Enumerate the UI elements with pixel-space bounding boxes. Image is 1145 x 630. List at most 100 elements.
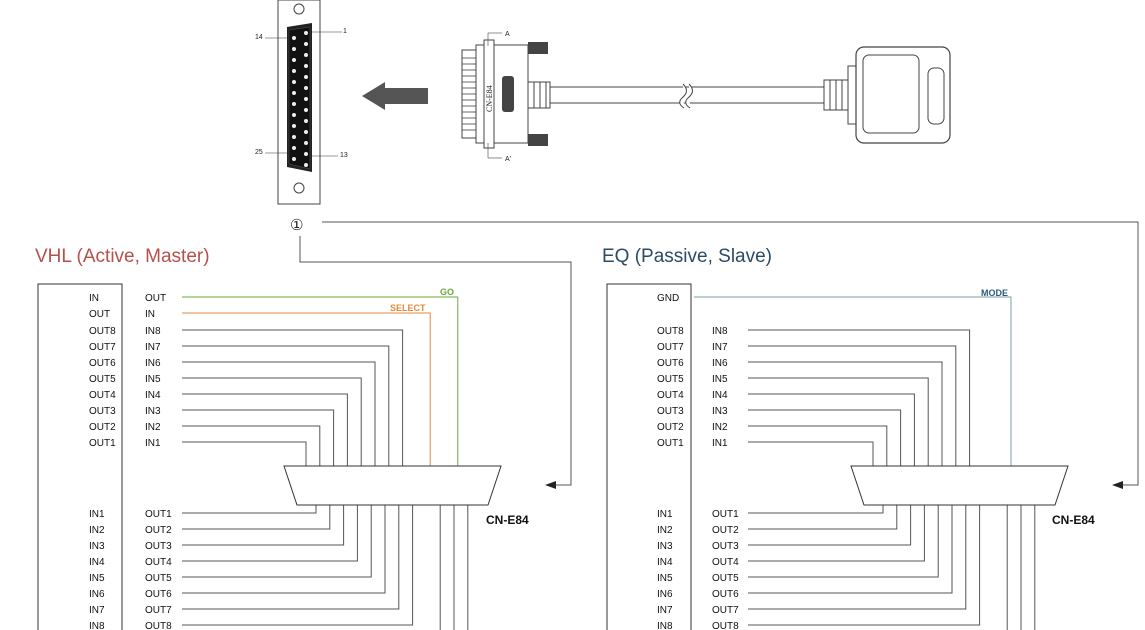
outer-label: IN2 [145, 422, 161, 433]
db25-pin [292, 124, 296, 128]
inner-label: IN5 [657, 573, 673, 584]
outer-label: IN8 [145, 326, 161, 337]
outer-label: IN7 [145, 342, 161, 353]
outer-label: OUT5 [145, 573, 172, 584]
db25-pin [292, 135, 296, 139]
left-controller-box [37, 283, 123, 630]
inner-label: OUT5 [657, 374, 684, 385]
wire-line [182, 496, 386, 594]
outer-label: IN1 [145, 438, 161, 449]
inner-label: IN7 [89, 605, 105, 616]
db25-pin [304, 97, 308, 101]
left-connector-label: CN-E84 [486, 513, 529, 527]
wire-line [182, 441, 307, 476]
wire-line [748, 409, 902, 476]
db25-pin [304, 64, 308, 68]
inner-label: IN2 [657, 525, 673, 536]
db25-pin [304, 42, 308, 46]
wire-line [182, 409, 335, 476]
outer-label: IN [145, 309, 155, 320]
db25-pin [304, 152, 308, 156]
inner-label: OUT8 [657, 326, 684, 337]
db25-connector-illustration: 14 1 25 13 [255, 0, 348, 205]
inner-label: OUT4 [657, 390, 684, 401]
wire-line [182, 496, 414, 626]
outer-label: IN1 [712, 438, 728, 449]
pin-label-14: 14 [255, 34, 263, 41]
inner-label: OUT6 [657, 358, 684, 369]
wire-line [182, 425, 321, 476]
inner-label: IN [89, 293, 99, 304]
wire-line [748, 425, 888, 476]
wire-line [182, 393, 348, 476]
cable-model-label: CN-E84 [485, 85, 494, 112]
outer-label: OUT1 [145, 509, 172, 520]
outer-label: OUT3 [712, 541, 739, 552]
cable-illustration [550, 46, 951, 144]
left-panel-title: VHL (Active, Master) [35, 246, 210, 267]
wire-line [182, 377, 362, 476]
db25-pin [292, 102, 296, 106]
wire-line [748, 361, 943, 476]
inner-label: IN3 [657, 541, 673, 552]
outer-label: IN8 [712, 326, 728, 337]
outer-label: OUT6 [145, 589, 172, 600]
wire-line [182, 496, 358, 562]
inner-label: IN1 [657, 509, 673, 520]
inner-label: IN8 [89, 621, 105, 630]
inner-label: OUT7 [657, 342, 684, 353]
outer-label: OUT5 [712, 573, 739, 584]
db25-pin [292, 157, 296, 161]
outer-label: OUT4 [145, 557, 172, 568]
mode-signal-label: MODE [981, 288, 1008, 298]
outer-label: OUT3 [145, 541, 172, 552]
pin-label-1: 1 [343, 28, 347, 35]
route-line-right [322, 221, 1139, 486]
inner-label: IN1 [89, 509, 105, 520]
inner-label: IN4 [657, 557, 673, 568]
inner-label: OUT6 [89, 358, 116, 369]
wire-line [182, 496, 372, 578]
inner-label: OUT1 [89, 438, 116, 449]
wire-line [182, 496, 345, 546]
inner-label: OUT2 [657, 422, 684, 433]
outer-label: IN4 [145, 390, 161, 401]
route-line-left [299, 236, 572, 486]
right-panel-title: EQ (Passive, Slave) [602, 246, 772, 267]
left-wiring: 1234567891011121314151617181920212223242… [89, 293, 477, 630]
inner-label: IN4 [89, 557, 105, 568]
wire-line [748, 377, 929, 476]
wire-line [182, 496, 400, 610]
wire-line [182, 329, 404, 476]
db25-pin [304, 163, 308, 167]
db25-pin [304, 130, 308, 134]
outer-label: OUT1 [712, 509, 739, 520]
db25-pin [304, 31, 308, 35]
pin-label-25: 25 [255, 149, 263, 156]
wire-line [182, 361, 376, 476]
db25-pin [304, 53, 308, 57]
left-db25-connector [283, 465, 502, 506]
right-db25-connector [850, 465, 1069, 506]
select-signal-label: SELECT [390, 303, 426, 313]
point-a-label: A [505, 31, 510, 38]
db25-pin [292, 80, 296, 84]
outer-label: OUT8 [712, 621, 739, 630]
wire-line [748, 496, 912, 546]
inner-label: OUT7 [89, 342, 116, 353]
wire-line [182, 496, 331, 530]
db25-pin [304, 108, 308, 112]
db25-pin [304, 119, 308, 123]
wire-line [748, 496, 898, 530]
outer-label: IN5 [145, 374, 161, 385]
wire-line [748, 441, 874, 476]
right-controller-box [606, 283, 692, 630]
wire-line [748, 496, 953, 594]
inner-label: OUT2 [89, 422, 116, 433]
inner-label: IN5 [89, 573, 105, 584]
outer-label: IN4 [712, 390, 728, 401]
outer-label: IN6 [712, 358, 728, 369]
inner-label: IN6 [89, 589, 105, 600]
outer-label: OUT [145, 293, 166, 304]
